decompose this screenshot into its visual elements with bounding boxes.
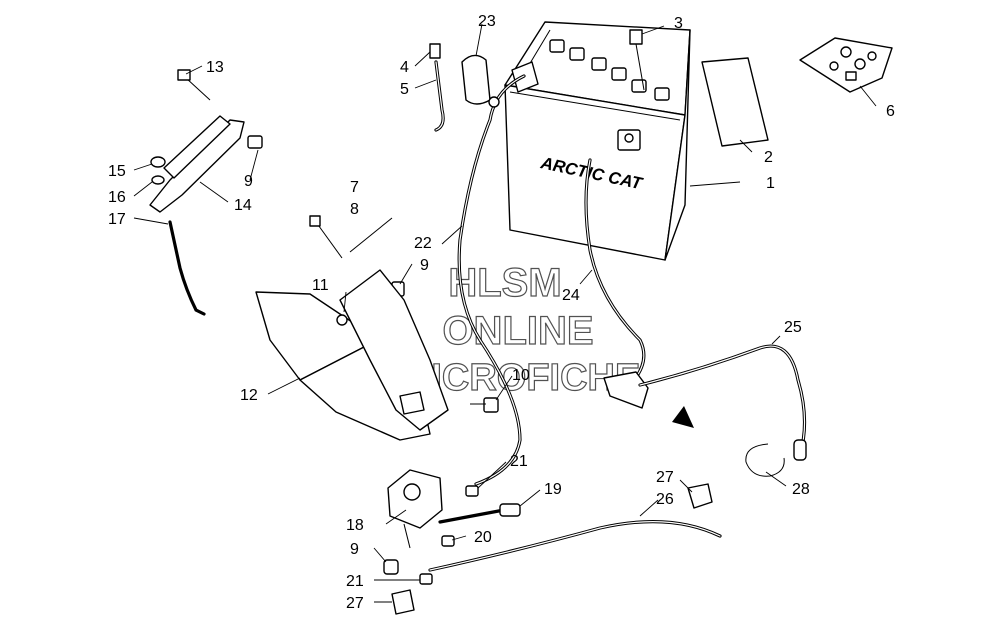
callout-28: 28 [792,481,810,498]
starter-cable [428,520,722,572]
vent-fitting [429,43,445,132]
callout-5: 5 [400,81,409,98]
callout-15: 15 [108,163,126,180]
bracket-bolt [309,215,393,259]
callout-11: 11 [312,277,329,294]
callout-3: 3 [674,15,683,32]
callout-27a: 27 [656,469,674,486]
cable-clamp [745,443,785,477]
callout-8: 8 [350,201,359,218]
callout-14: 14 [234,197,252,214]
callout-9b: 9 [420,257,429,274]
battery-pad [701,57,769,147]
watermark-line1: HLSM [448,261,561,305]
wing-nut [150,156,166,185]
positive-cable [457,74,526,486]
ground-cable [603,344,807,461]
battery-tray [255,269,449,441]
terminal-boot [461,54,491,105]
solenoid-nut [441,535,455,547]
callout-20: 20 [474,529,492,546]
callout-10: 10 [512,367,530,384]
callout-24: 24 [562,287,580,304]
battery: ARCTIC CAT [504,21,691,261]
callout-26: 26 [656,491,674,508]
callout-27b: 27 [346,595,364,612]
callout-labels: 1 2 3 4 5 6 7 8 9 9 9 10 11 12 13 14 15 … [108,13,895,612]
callout-21a: 21 [510,453,528,470]
watermark-line2: ONLINE [442,309,593,353]
cable-boot-upper [687,483,713,509]
callout-9a: 9 [244,173,253,190]
solenoid-lead [438,503,521,524]
callout-13: 13 [206,59,224,76]
callout-2: 2 [764,149,773,166]
nut-lower [383,559,399,575]
terminal-nut-upper [465,485,479,497]
callout-22: 22 [414,235,432,252]
negative-cable [584,158,646,382]
callout-17: 17 [108,211,126,228]
callout-21b: 21 [346,573,364,590]
callout-19: 19 [544,481,562,498]
cable-boot-lower [391,589,415,615]
battery-cells [549,39,670,101]
callout-9c: 9 [350,541,359,558]
callout-16: 16 [108,189,126,206]
callout-18: 18 [346,517,364,534]
callout-1: 1 [766,175,775,192]
terminal-nut-lower [419,573,433,585]
starter-solenoid [387,469,443,549]
tray-bolt [470,397,499,413]
hardware-pack [799,37,893,93]
callout-6: 6 [886,103,895,120]
terminal-bolt [629,29,645,91]
direction-arrow [672,406,694,428]
callout-7: 7 [350,179,359,196]
callout-23: 23 [478,13,496,30]
callout-12: 12 [240,387,258,404]
callout-leaders [133,23,877,603]
callout-25: 25 [784,319,802,336]
hold-down-bracket [149,69,263,213]
hold-down-rod [168,220,206,316]
callout-4: 4 [400,59,409,76]
